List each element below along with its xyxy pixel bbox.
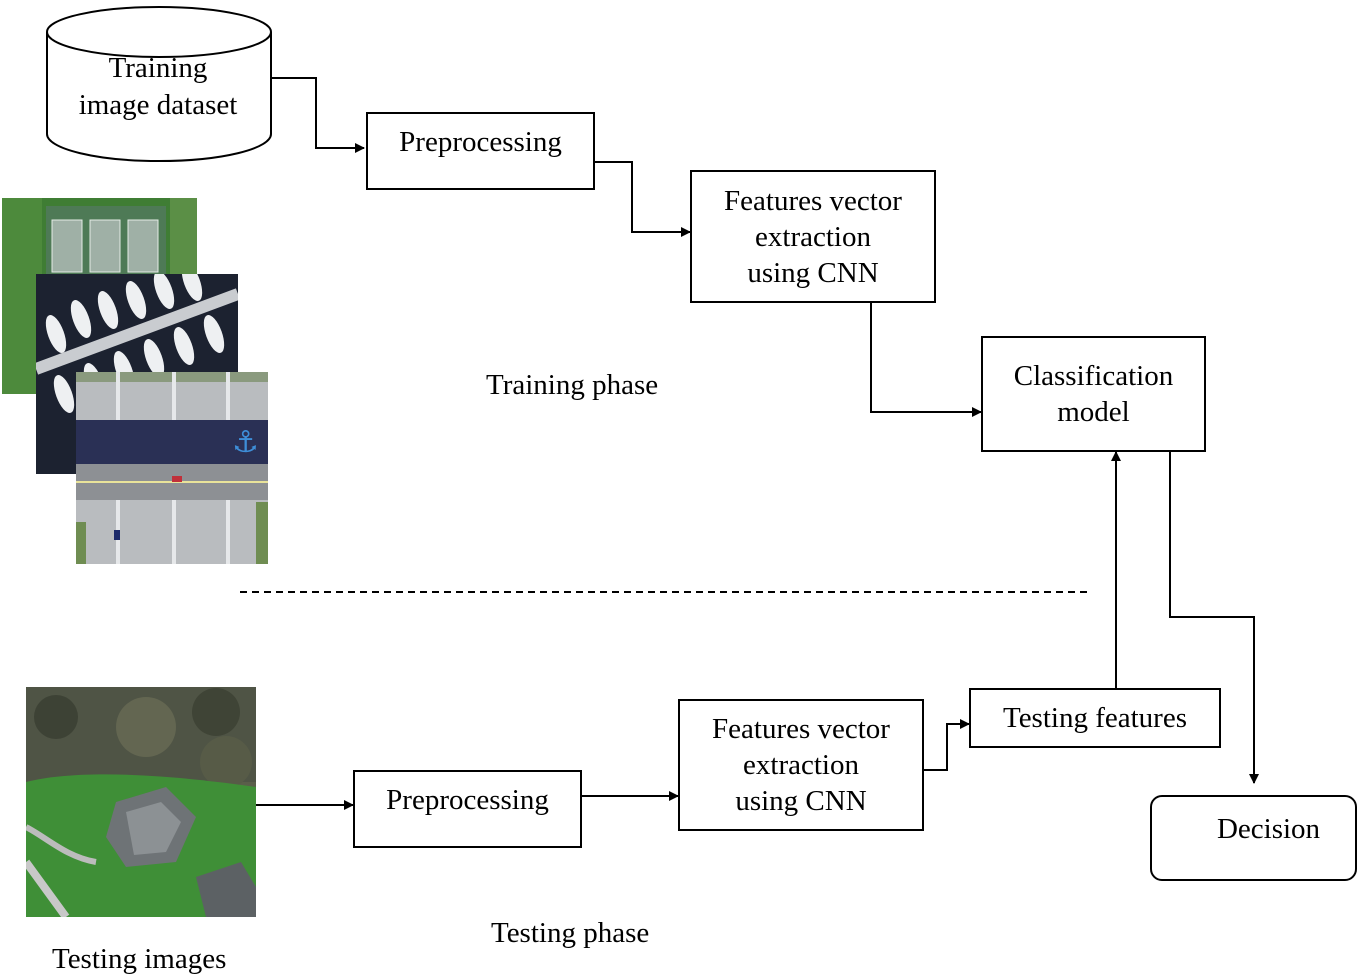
training-features-line1: Features vector <box>724 184 902 217</box>
testing-preprocessing-box: Preprocessing <box>353 770 582 848</box>
arrow-classification-to-decision <box>1169 451 1259 784</box>
arrow-test-features-to-testing-features <box>923 719 970 771</box>
anchor-icon: ⚓ <box>232 425 259 460</box>
dataset-label-line2: image dataset <box>78 89 238 121</box>
arrow-preprocessing-to-features <box>594 161 691 237</box>
testing-preprocessing-label: Preprocessing <box>386 784 549 816</box>
testing-features-line2: extraction <box>743 749 859 781</box>
classification-line1: Classification <box>1013 360 1174 392</box>
training-dataset-label: Training image dataset <box>48 50 268 124</box>
decision-box: Decision <box>1150 795 1357 881</box>
testing-phase-label: Testing phase <box>491 917 650 949</box>
training-dataset-cylinder <box>46 6 272 162</box>
testing-images-label: Testing images <box>52 943 227 975</box>
arrow-features-to-classification <box>870 302 982 417</box>
training-features-line2: extraction <box>755 220 871 253</box>
training-preprocessing-box: Preprocessing <box>366 112 595 190</box>
testing-photo-house <box>26 687 256 917</box>
classification-line2: model <box>1057 396 1130 428</box>
training-photo-bridge: ⚓ <box>76 372 268 564</box>
testing-features-label: Testing features <box>1003 702 1187 734</box>
training-preprocessing-label: Preprocessing <box>399 126 562 158</box>
dataset-label-line1: Training <box>108 52 208 84</box>
testing-features-box-output: Testing features <box>969 688 1221 748</box>
testing-features-box: Features vector extraction using CNN <box>678 699 924 831</box>
arrow-dataset-to-preprocessing <box>268 77 365 153</box>
training-features-line3: using CNN <box>747 256 879 289</box>
classification-model-box: Classification model <box>981 336 1206 452</box>
testing-features-line1: Features vector <box>712 713 890 745</box>
decision-label: Decision <box>1216 813 1321 845</box>
training-features-box: Features vector extraction using CNN <box>690 170 936 303</box>
testing-features-line3: using CNN <box>735 785 867 817</box>
training-phase-label: Training phase <box>486 369 659 401</box>
